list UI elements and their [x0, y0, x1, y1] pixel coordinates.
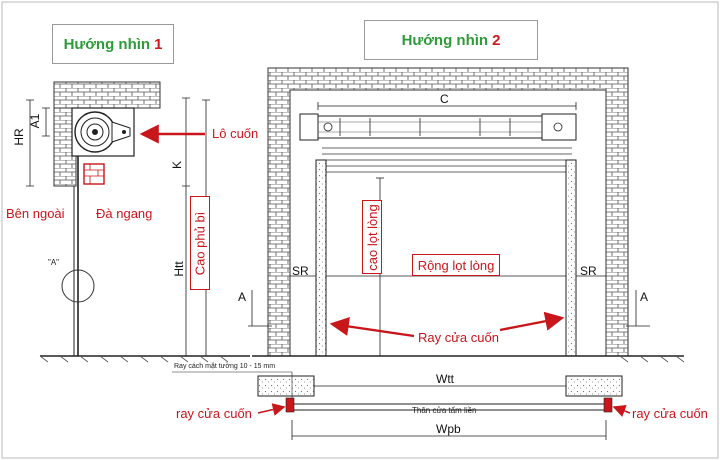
- view1-title-number: 1: [154, 35, 163, 53]
- arrow-ray-left: [329, 316, 415, 338]
- label-cao-lot-long-text: cao lọt lòng: [364, 203, 380, 271]
- plan-wall-left: [257, 375, 315, 397]
- view1-drawing: [26, 81, 250, 363]
- dim-a1: A1: [28, 113, 42, 129]
- right-column: [565, 159, 577, 357]
- brick-lintel: [53, 81, 161, 109]
- roller-tube: [301, 115, 575, 139]
- label-ben-ngoai: Bên ngoài: [6, 206, 65, 221]
- label-ray-cua-cuon-left: ray cửa cuốn: [176, 406, 252, 421]
- arrow-ray-right: [499, 311, 565, 332]
- label-than-cua: Thân cửa tấm liền: [412, 406, 477, 415]
- label-ray-cua-cuon-right: ray cửa cuốn: [632, 406, 708, 421]
- left-column: [315, 159, 327, 357]
- dim-a-left: A: [238, 290, 247, 304]
- label-detail-a: "A": [48, 258, 60, 267]
- dim-hr: HR: [12, 128, 26, 146]
- dim-a-right: A: [640, 290, 649, 304]
- dim-htt: Htt: [172, 261, 186, 277]
- view2-title: Hướng nhìn 2: [364, 20, 538, 60]
- dim-c: C: [440, 92, 449, 106]
- label-cao-phu-bi: Cao phủ bì: [190, 196, 210, 290]
- label-da-ngang: Đà ngang: [96, 206, 153, 221]
- dim-sr-left: SR: [292, 264, 309, 278]
- view1-title-text: Hướng nhìn: [63, 35, 151, 53]
- label-lo-cuon: Lô cuốn: [212, 126, 259, 141]
- plan-view-drawing: [172, 371, 631, 440]
- view2-title-text: Hướng nhìn: [401, 31, 489, 49]
- motor-bracket: [111, 121, 131, 143]
- view2-drawing: [248, 67, 685, 363]
- dim-wtt: Wtt: [436, 372, 454, 386]
- label-cao-lot-long: cao lọt lòng: [362, 200, 382, 274]
- dim-k: K: [170, 161, 184, 170]
- view2-title-number: 2: [492, 31, 501, 49]
- label-cao-phu-bi-text: Cao phủ bì: [192, 211, 208, 275]
- label-ray-cach: Ray cách mặt tường 10 - 15 mm: [174, 363, 276, 370]
- dim-wpb: Wpb: [436, 422, 461, 436]
- label-ray-cua-cuon-center: Ray cửa cuốn: [418, 330, 499, 345]
- crossbar-beam: [83, 163, 105, 185]
- dim-sr-right: SR: [580, 264, 597, 278]
- label-rong-lot-long: Rộng lọt lòng: [412, 254, 500, 276]
- view1-title: Hướng nhìn 1: [52, 24, 174, 64]
- plan-wall-right: [565, 375, 623, 397]
